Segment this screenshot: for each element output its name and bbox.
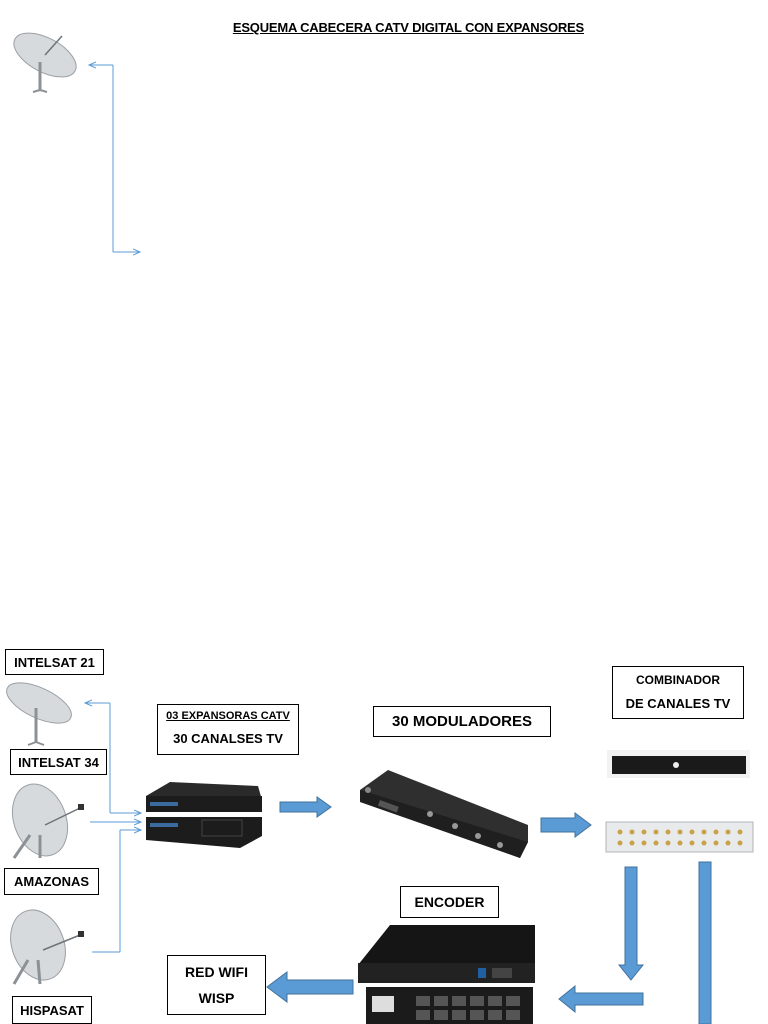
satellite-dish-icon	[11, 783, 84, 859]
expansoras-line-1: 03 EXPANSORAS CATV	[166, 710, 290, 722]
arrow-expansor-to-modulator	[279, 796, 332, 818]
expansor-device-icon	[146, 782, 262, 848]
wifi-line-2: WISP	[198, 990, 235, 1006]
wifi-line-1: RED WIFI	[185, 964, 248, 980]
output-bar	[698, 861, 712, 1024]
arrow-to-encoder	[558, 984, 644, 1014]
label-encoder: ENCODER	[400, 886, 499, 918]
combinador-line-1: COMBINADOR	[636, 673, 720, 687]
diagram-title: ESQUEMA CABECERA CATV DIGITAL CON EXPANS…	[232, 20, 584, 35]
satellite-dish-icon	[13, 32, 77, 93]
label-hispasat: HISPASAT	[12, 996, 92, 1024]
arrow-encoder-to-wifi	[266, 971, 354, 1003]
label-moduladores: 30 MODULADORES	[373, 706, 551, 737]
satellite-dish-icon	[6, 682, 72, 746]
flow-arrows	[266, 796, 712, 1024]
label-combinador: COMBINADOR DE CANALES TV	[612, 666, 744, 719]
expansoras-line-2: 30 CANALSES TV	[173, 731, 283, 746]
label-intelsat-21: INTELSAT 21	[5, 649, 104, 675]
satellite-dish-icon	[10, 909, 84, 985]
arrow-modulator-to-combiner	[540, 812, 592, 838]
modulator-rack-icon	[360, 770, 528, 858]
combinador-line-2: DE CANALES TV	[625, 696, 731, 711]
input-connector-lines	[85, 703, 141, 953]
encoder-rack-icon	[358, 925, 535, 1024]
label-expansoras: 03 EXPANSORAS CATV 30 CANALSES TV	[157, 704, 299, 755]
arrow-combiner-down	[617, 866, 645, 981]
top-connector-line	[89, 65, 140, 252]
combiner-rack-icon	[605, 750, 754, 853]
label-amazonas: AMAZONAS	[4, 868, 99, 895]
label-red-wifi: RED WIFI WISP	[167, 955, 266, 1015]
label-intelsat-34: INTELSAT 34	[10, 749, 107, 775]
